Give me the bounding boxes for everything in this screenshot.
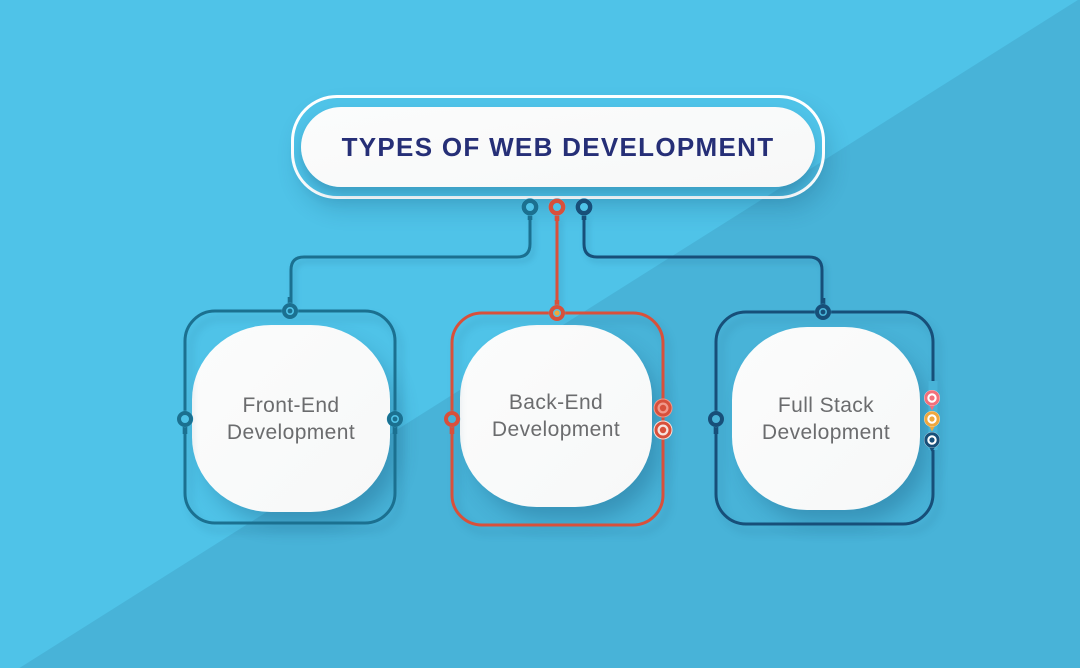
marker-back-end-top-icon	[548, 304, 566, 322]
marker-title-front-end-icon	[521, 198, 539, 216]
title-pill: TYPES OF WEB DEVELOPMENT	[301, 107, 815, 187]
front-end-card: Front-End Development	[192, 325, 390, 512]
title-frame: TYPES OF WEB DEVELOPMENT	[291, 95, 825, 199]
marker-title-full-stack-icon	[575, 198, 593, 216]
front-end-label: Front-End Development	[226, 393, 356, 444]
page-title: TYPES OF WEB DEVELOPMENT	[341, 131, 775, 162]
marker-title-back-end-icon	[548, 198, 566, 216]
full-stack-card: Full Stack Development	[732, 327, 920, 510]
back-end-card: Back-End Development	[460, 325, 652, 507]
marker-front-end-top-icon	[281, 302, 299, 320]
back-end-label: Back-End Development	[491, 391, 621, 441]
marker-front-end-left-icon	[176, 410, 194, 428]
full-stack-label: Full Stack Development	[761, 393, 891, 444]
connector-front-end	[289, 213, 532, 304]
